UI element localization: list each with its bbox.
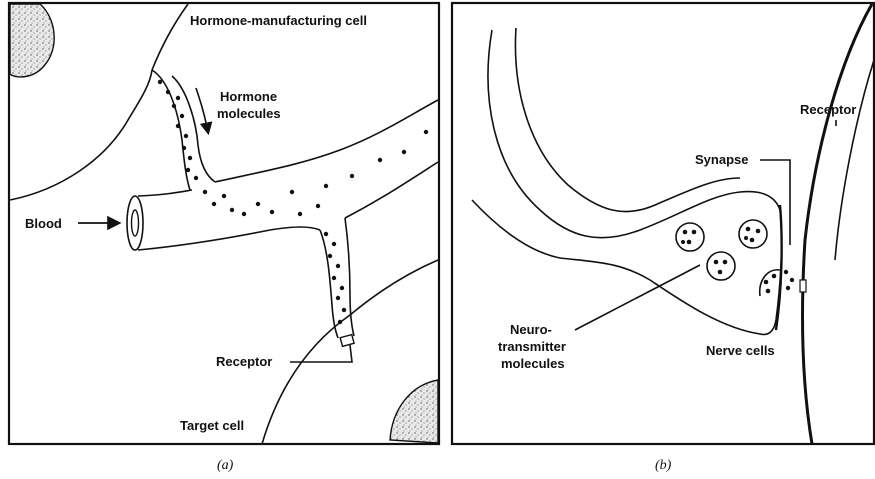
postsynaptic-membrane xyxy=(803,4,872,444)
secretion-duct-left xyxy=(152,70,190,190)
capillary-branch-left xyxy=(320,230,338,338)
label-hormone-cell: Hormone-manufacturing cell xyxy=(190,13,367,28)
postsynaptic-membrane-outer xyxy=(835,60,874,260)
hormone-cell-membrane-upper xyxy=(152,4,188,70)
target-cell-nucleus xyxy=(390,380,438,443)
caption-b: (b) xyxy=(655,458,672,473)
label-hormone-molecules-1: Hormone xyxy=(220,89,277,104)
blood-vessel-lower xyxy=(138,227,320,250)
hormone-flow-arrow xyxy=(196,88,208,132)
label-target-cell: Target cell xyxy=(180,418,244,433)
secretion-duct-right xyxy=(172,76,215,182)
blood-vessel-lower-right xyxy=(345,162,438,218)
label-receptor-b: Receptor xyxy=(800,102,856,117)
panel-b: Receptor Synapse Neuro- transmitter mole… xyxy=(452,3,874,444)
receptor-a-leader xyxy=(290,345,352,362)
blood-vessel-opening xyxy=(127,196,143,250)
panel-a-frame xyxy=(9,3,439,444)
vesicles xyxy=(676,220,780,296)
label-synapse: Synapse xyxy=(695,152,748,167)
hormone-cell-nucleus xyxy=(10,4,54,77)
label-blood: Blood xyxy=(25,216,62,231)
neurotransmitter-leader xyxy=(575,265,700,330)
hormone-cell-membrane xyxy=(10,70,152,200)
label-neuro-2: transmitter xyxy=(498,339,566,354)
label-neuro-1: Neuro- xyxy=(510,322,552,337)
blood-vessel-upper xyxy=(138,190,192,196)
nerve-cell-inner xyxy=(515,28,740,212)
receptor-b xyxy=(800,280,806,292)
label-nerve-cells: Nerve cells xyxy=(706,343,775,358)
caption-a: (a) xyxy=(217,458,234,473)
nerve-cell-outer xyxy=(472,30,782,334)
receptor-a xyxy=(340,335,354,347)
panel-a: Hormone-manufacturing cell Hormone molec… xyxy=(9,3,439,444)
label-receptor-a: Receptor xyxy=(216,354,272,369)
label-neuro-3: molecules xyxy=(501,356,565,371)
label-hormone-molecules-2: molecules xyxy=(217,106,281,121)
panel-b-frame xyxy=(452,3,874,444)
